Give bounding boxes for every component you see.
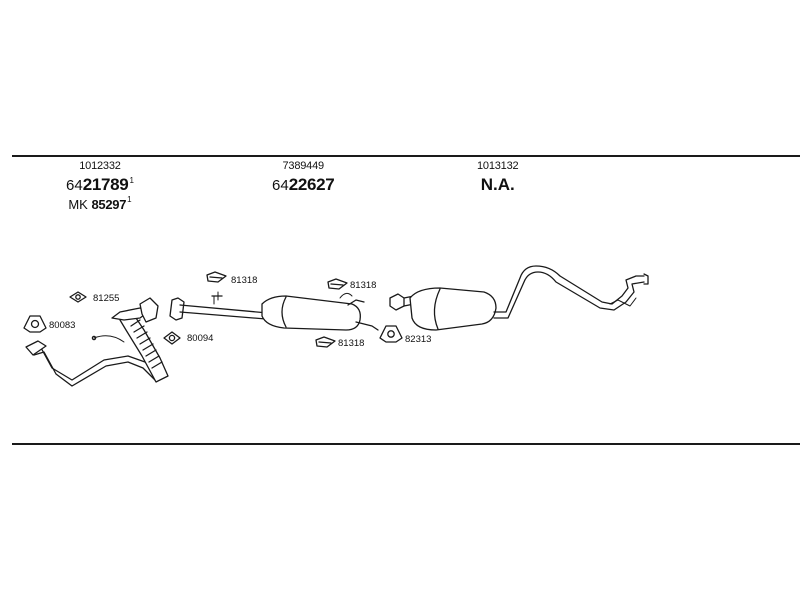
part-label-clamp-front[interactable]: 81255 — [93, 293, 119, 304]
alt-part-number[interactable]: MK 852971 — [66, 195, 134, 212]
not-available-label: N.A. — [480, 175, 515, 194]
clamp-icon[interactable] — [379, 325, 403, 343]
footnote-mark: 1 — [129, 176, 134, 185]
main-part-number[interactable]: 6422627 — [272, 175, 335, 194]
front-pipe[interactable] — [25, 297, 169, 387]
gasket-icon[interactable] — [163, 331, 181, 345]
part-label-hanger-a[interactable]: 81318 — [231, 275, 257, 286]
oem-reference: 1012332 — [79, 160, 121, 172]
gasket-icon[interactable] — [23, 315, 47, 333]
rear-silencer[interactable] — [389, 265, 649, 331]
main-part-number[interactable]: 64217891 — [66, 176, 134, 193]
oem-reference: 7389449 — [282, 160, 325, 172]
part-group-rear-silencer: 1013132 N.A. — [477, 160, 519, 194]
oem-reference: 1013132 — [477, 160, 519, 172]
rubber-hanger-icon[interactable] — [206, 271, 227, 283]
part-group-middle-silencer: 7389449 6422627 — [272, 160, 335, 194]
clamp-icon[interactable] — [69, 291, 87, 303]
part-group-front-pipe: 1012332 64217891 MK 852971 — [66, 160, 134, 212]
footnote-mark: 1 — [127, 195, 132, 204]
part-label-clamp-rear[interactable]: 82313 — [405, 334, 431, 345]
part-label-gasket-mid[interactable]: 80094 — [187, 333, 213, 344]
rubber-hanger-icon[interactable] — [327, 278, 348, 290]
middle-pipe[interactable] — [169, 291, 269, 321]
part-label-gasket-front[interactable]: 80083 — [49, 320, 75, 331]
bottom-rule — [12, 443, 800, 445]
part-number: 22627 — [288, 175, 335, 194]
top-rule — [12, 155, 800, 157]
part-prefix: 64 — [272, 177, 289, 194]
part-number: 21789 — [82, 175, 129, 194]
part-label-hanger-b[interactable]: 81318 — [350, 280, 376, 291]
alt-prefix: MK — [68, 197, 92, 212]
rubber-hanger-icon[interactable] — [315, 336, 336, 348]
part-prefix: 64 — [66, 177, 83, 194]
middle-silencer[interactable] — [261, 292, 379, 331]
part-label-hanger-c[interactable]: 81318 — [338, 338, 364, 349]
alt-number: 85297 — [91, 197, 127, 212]
